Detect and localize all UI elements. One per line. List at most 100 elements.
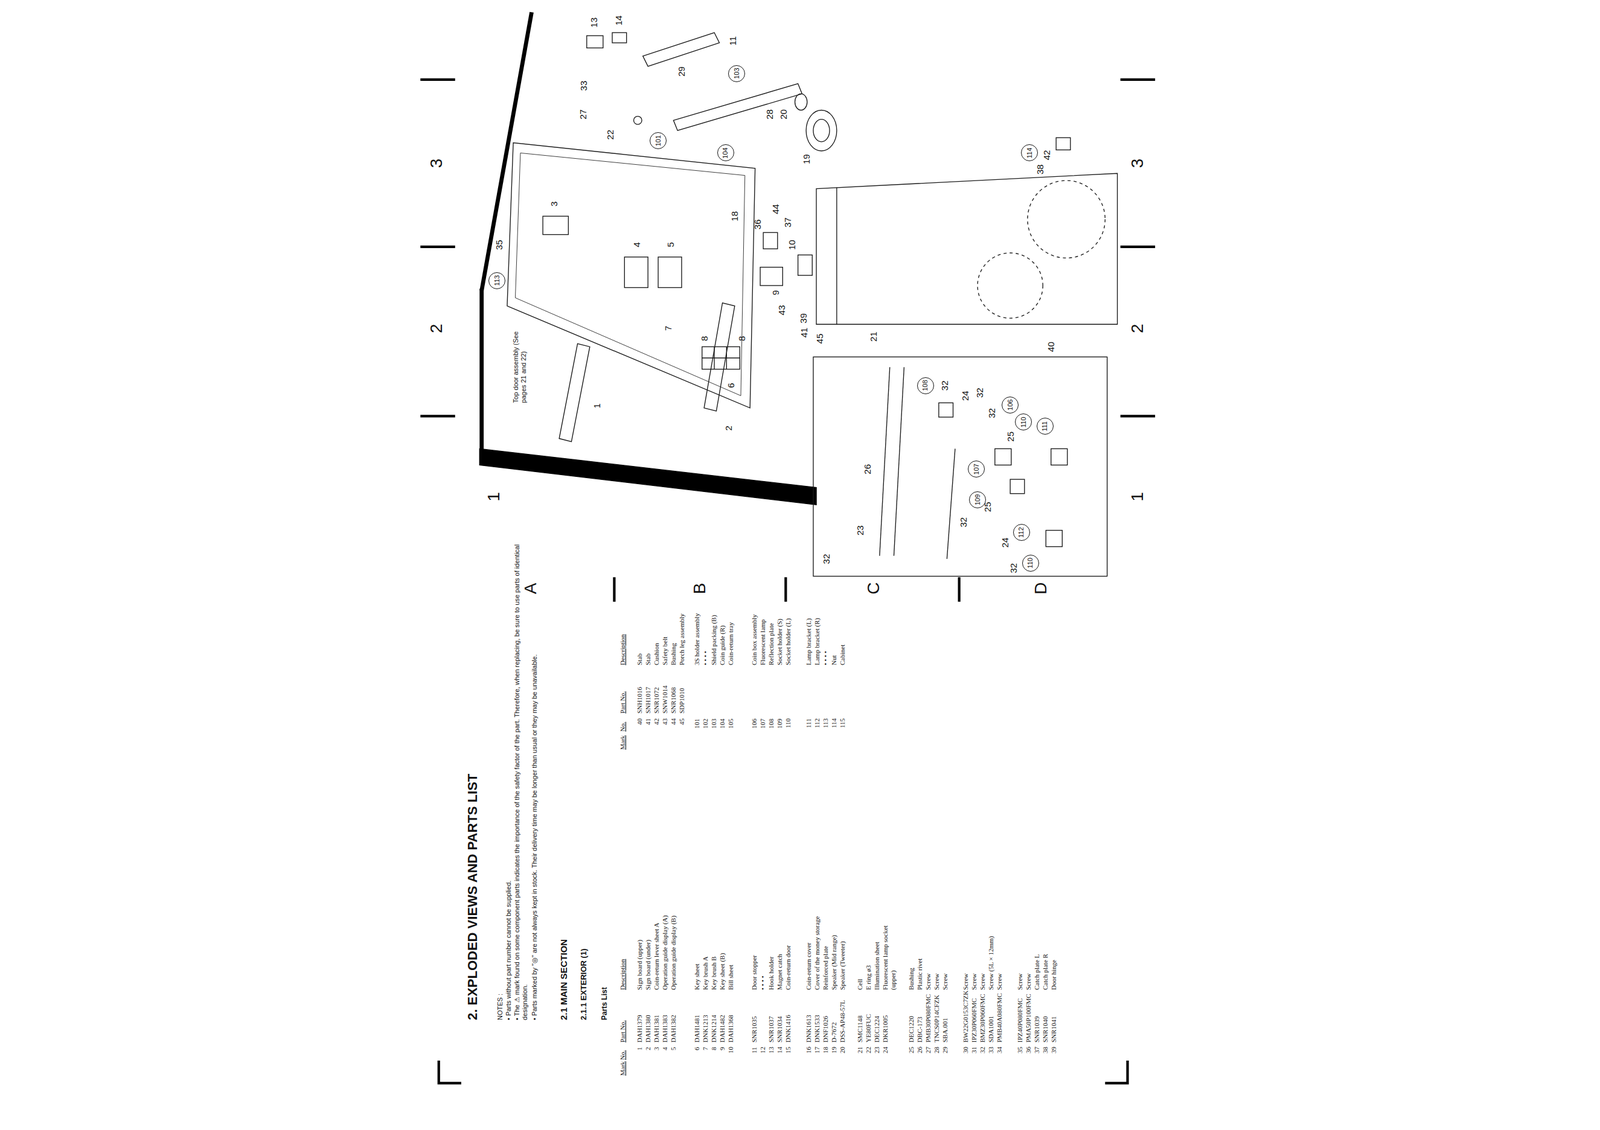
callout-number: 43: [776, 304, 787, 316]
callout-number: 7: [662, 326, 674, 331]
callout-number: 13: [588, 17, 599, 28]
section-heading: 2.1.1 EXTERIOR (1): [579, 949, 589, 1021]
part-code: DSS-AP48-57L: [838, 1000, 847, 1043]
grid-reference: D: [1031, 582, 1051, 595]
callout-number: 24: [960, 390, 971, 401]
callout-number: 21: [868, 331, 879, 342]
part-description: Cabinet: [838, 644, 847, 666]
callout-number: 6: [725, 382, 736, 388]
part-index: 32: [978, 1046, 987, 1054]
callout-number: 44: [770, 204, 781, 215]
callout-number: 20: [778, 109, 789, 120]
callout-number: 27: [577, 109, 589, 120]
part-code: SDP1010: [678, 688, 686, 714]
part-index: 43: [661, 718, 669, 726]
part-description: Reinforced plate: [821, 946, 830, 991]
part-description: Screw: [924, 973, 933, 991]
callout-number: 38: [1034, 164, 1046, 175]
part-code: DEC1220: [907, 1016, 916, 1043]
grid-reference: 2: [426, 323, 447, 334]
part-description: Reflection plate: [767, 623, 776, 666]
callout-number: 4: [631, 242, 642, 247]
part-code: DBC-173: [915, 1016, 924, 1043]
table-header: Mark: [618, 1061, 627, 1076]
part-index: 44: [669, 718, 678, 726]
part-code: SNR1041: [1049, 1016, 1058, 1043]
part-description: Screw: [941, 973, 950, 991]
part-description: Catch plate L: [1033, 954, 1041, 991]
part-index: 115: [838, 718, 847, 729]
table-header: No.: [618, 722, 627, 732]
part-index: 1: [635, 1047, 644, 1052]
part-code: SNR1034: [775, 1016, 784, 1043]
part-index: 107: [758, 719, 767, 730]
part-code: TNCS0P14CFZK: [932, 995, 941, 1043]
part-code: DAH1382: [669, 1014, 678, 1043]
part-code: SMC1148: [856, 1015, 864, 1043]
part-index: 37: [1033, 1046, 1041, 1054]
part-code: YE80FUC: [864, 1014, 873, 1043]
part-description: Lamp bracket (L): [804, 618, 813, 666]
callout-number: 41: [798, 327, 810, 339]
part-index: 34: [995, 1046, 1004, 1054]
part-description: Key sheet: [693, 963, 701, 991]
part-index: 26: [915, 1046, 924, 1054]
part-description: • • • •: [821, 650, 830, 666]
grid-reference: B: [690, 583, 710, 595]
part-description: Socket holder (L): [784, 618, 793, 666]
part-description: Socket holder (S): [775, 618, 784, 666]
callout-number: 111: [1041, 421, 1049, 432]
part-description: Stab: [635, 653, 644, 666]
part-description: Bill sheet: [726, 964, 735, 991]
callout-number: 36: [752, 219, 763, 231]
part-index: 5: [669, 1047, 678, 1052]
part-code: PMA50P100FMC: [1024, 993, 1033, 1043]
callout-number: 33: [578, 80, 589, 92]
part-index: 30: [961, 1046, 970, 1054]
part-description: Key brush A: [701, 956, 710, 991]
callout-number: 32: [1008, 563, 1019, 574]
part-description: Fluorescent lamp: [758, 619, 767, 666]
callout-circle: 103: [728, 65, 746, 83]
part-code: DAH1380: [644, 1014, 653, 1043]
part-description: Nut: [830, 655, 839, 666]
table-header: No.: [618, 1050, 627, 1061]
callout-number: 5: [665, 242, 676, 247]
part-index: 111: [804, 718, 813, 729]
part-index: 103: [710, 719, 718, 730]
part-index: 11: [750, 1046, 759, 1054]
part-index: 10: [726, 1046, 735, 1054]
part-description: Coin-return cover: [804, 943, 813, 991]
part-description: Screw: [932, 973, 941, 991]
callout-number: 40: [1045, 341, 1056, 352]
part-description: Porch leg assembly: [678, 613, 686, 666]
table-header: Description: [618, 634, 627, 666]
part-code: BW22G0153C7ZK: [961, 990, 970, 1043]
part-code: SNR1040: [1041, 1016, 1050, 1043]
part-code: PMB30P080FMC: [924, 994, 933, 1043]
part-description: Key brush B: [710, 956, 718, 991]
callout-number: 39: [798, 313, 809, 324]
table-header: Part No.: [618, 1020, 627, 1043]
part-code: SBA.001: [941, 1017, 950, 1043]
part-index: 13: [767, 1046, 776, 1054]
part-index: 15: [784, 1046, 793, 1054]
part-description: Safety belt: [661, 636, 669, 666]
part-description: Operation guide display (B): [669, 915, 678, 991]
callout-number: 101: [655, 135, 662, 147]
part-description: Lamp bracket (R): [813, 618, 822, 666]
part-description: Coin-return lever sheet A: [652, 923, 661, 991]
part-index: 40: [635, 718, 644, 726]
part-description: Plastic rivet: [915, 958, 924, 991]
note-text: • Parts without part number cannot be su…: [504, 880, 513, 1021]
assembly-note: Top door assembly (See pages 21 and 22): [512, 327, 528, 403]
part-index: 108: [767, 719, 776, 730]
part-description: Operation guide display (A): [661, 915, 669, 991]
part-description: Stab: [644, 653, 653, 666]
part-index: 21: [856, 1046, 864, 1054]
part-code: SNH1016: [635, 687, 644, 714]
callout-number: 32: [821, 554, 832, 565]
part-code: DAH1379: [635, 1014, 644, 1043]
part-code: SNR1068: [669, 687, 678, 714]
